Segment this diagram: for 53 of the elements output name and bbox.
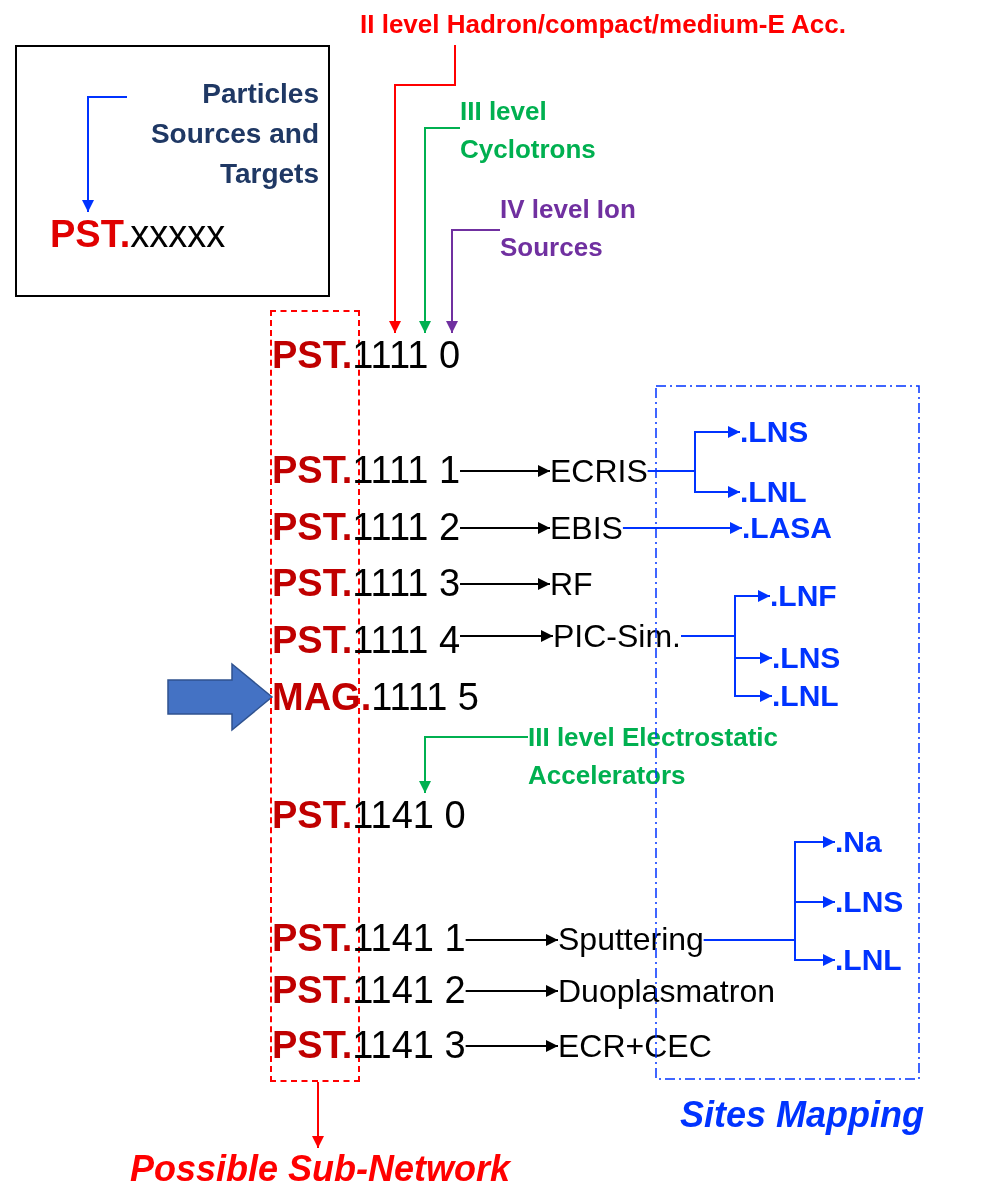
site-label: .Na [835,825,882,859]
arrow [464,985,559,997]
elbow-arrow [702,939,836,966]
code-label: PST.1141 3 [272,1023,466,1067]
code-label: PST.1111 2 [272,505,460,549]
arrow [459,578,551,590]
arrow [464,934,559,946]
code-label: PST.1141 1 [272,916,466,960]
elbow-arrow [419,127,461,334]
source-type-label: RF [550,563,593,605]
site-label: .LNL [772,679,839,713]
elbow-arrow [312,1081,324,1149]
level-label: III level Cyclotrons [460,92,630,168]
code-label: PST.1111 0 [272,333,460,377]
key-box [15,45,330,297]
site-label: .LNS [835,885,904,919]
elbow-arrow [446,229,501,334]
code-label: PST.1111 3 [272,561,460,605]
source-type-label: EBIS [550,507,623,549]
code-label: PST.1141 0 [272,793,466,837]
arrow [459,465,551,477]
code-label: PST.1111 1 [272,448,460,492]
arrow [459,522,551,534]
site-label: .LNL [740,475,807,509]
level-label: IV level Ion Sources [500,190,660,268]
elbow-arrow [646,470,741,498]
level-label: II level Hadron/compact/medium-E Acc. [360,5,846,45]
code-label: PST.1141 2 [272,968,466,1012]
code-label: MAG.1111 5 [272,675,479,719]
code-label: PST.1111 4 [272,618,460,662]
arrow [621,522,743,534]
elbow-arrow [389,44,456,334]
source-type-label: Sputtering [558,918,704,962]
elbow-arrow [82,96,128,213]
source-type-label: ECRIS [550,450,648,492]
site-label: .LNL [835,943,902,977]
block-arrow [167,662,274,732]
arrow [464,1040,559,1052]
sub-network-label: Possible Sub-Network [130,1148,511,1190]
site-label: .LNF [770,579,837,613]
code-pattern-label: PST.xxxxx [50,212,226,258]
source-type-label: ECR+CEC [558,1025,712,1067]
category-label: Particles Sources and Targets [127,74,319,194]
elbow-arrow [419,736,529,794]
source-type-label: PIC-Sim. [553,615,681,657]
site-label: .LASA [742,511,832,545]
level-label: III level Electrostatic Accelerators [528,718,838,802]
elbow-arrow [680,635,773,702]
site-label: .LNS [772,641,841,675]
site-label: .LNS [740,415,809,450]
arrow [459,630,554,642]
source-type-label: Duoplasmatron [558,970,775,1012]
group-title: Sites Mapping [680,1093,925,1137]
